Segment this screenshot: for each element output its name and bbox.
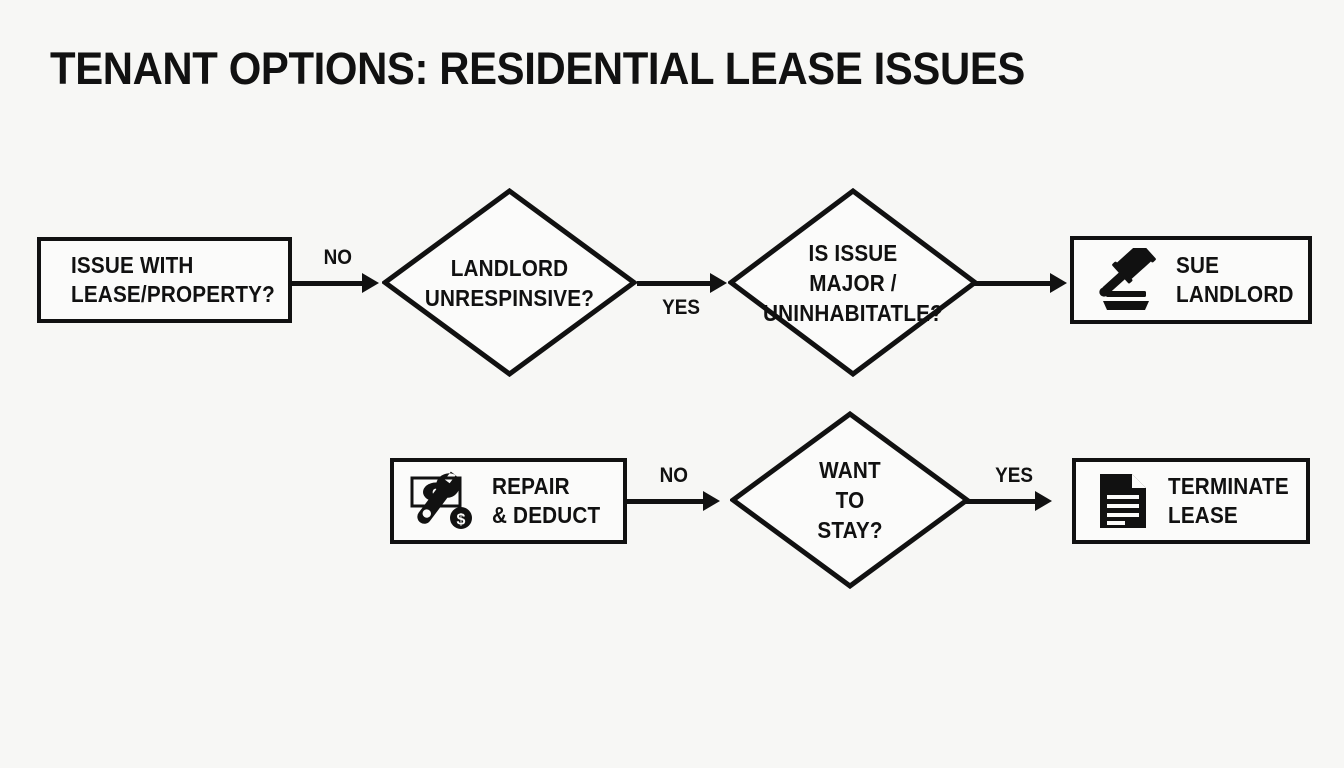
node-terminate-lease-label: TERMINATE LEASE xyxy=(1168,473,1289,528)
gavel-icon xyxy=(1088,248,1160,312)
node-issue-with-lease[interactable]: ISSUE WITH LEASE/PROPERTY? xyxy=(37,237,292,323)
edge-unresponsive-to-major xyxy=(637,281,712,286)
node-is-issue-major-label: IS ISSUE MAJOR / UNINHABITATLE? xyxy=(763,239,943,326)
node-want-to-stay[interactable]: WANT TO STAY? xyxy=(730,411,970,589)
arrowhead-repair-to-stay xyxy=(703,491,720,511)
edge-label-unresponsive-to-major: YES xyxy=(662,296,700,319)
arrowhead-stay-to-terminate xyxy=(1035,491,1052,511)
node-landlord-unresponsive-label: LANDLORD UNRESPINSIVE? xyxy=(424,254,595,311)
edge-label-stay-to-terminate: YES xyxy=(995,464,1033,487)
node-is-issue-major[interactable]: IS ISSUE MAJOR / UNINHABITATLE? xyxy=(728,188,978,377)
diamond-shape xyxy=(382,188,637,377)
node-repair-and-deduct-label: REPAIR & DEDUCT xyxy=(492,473,601,528)
edge-label-repair-to-stay: NO xyxy=(659,464,688,487)
arrowhead-issue-to-unresponsive xyxy=(362,273,379,293)
svg-text:$: $ xyxy=(457,512,466,529)
wrench-money-icon: $ xyxy=(408,470,478,532)
node-landlord-unresponsive[interactable]: LANDLORD UNRESPINSIVE? xyxy=(382,188,637,377)
node-sue-landlord-label: SUE LANDLORD xyxy=(1176,252,1294,307)
diamond-shape xyxy=(730,411,970,589)
page-title: TENANT OPTIONS: RESIDENTIAL LEASE ISSUES xyxy=(50,43,1025,94)
node-terminate-lease[interactable]: TERMINATE LEASE xyxy=(1072,458,1310,544)
edge-label-issue-to-unresponsive: NO xyxy=(323,246,352,269)
edge-major-to-sue xyxy=(972,281,1052,286)
edge-repair-to-stay xyxy=(627,499,705,504)
diamond-shape xyxy=(728,188,978,377)
node-sue-landlord[interactable]: SUE LANDLORD xyxy=(1070,236,1312,324)
document-icon xyxy=(1094,470,1152,532)
edge-issue-to-unresponsive xyxy=(292,281,364,286)
arrowhead-major-to-sue xyxy=(1050,273,1067,293)
node-want-to-stay-label: WANT TO STAY? xyxy=(817,457,883,543)
arrowhead-unresponsive-to-major xyxy=(710,273,727,293)
node-issue-with-lease-label: ISSUE WITH LEASE/PROPERTY? xyxy=(71,252,275,307)
node-repair-and-deduct[interactable]: $ REPAIR & DEDUCT xyxy=(390,458,627,544)
edge-stay-to-terminate xyxy=(965,499,1037,504)
